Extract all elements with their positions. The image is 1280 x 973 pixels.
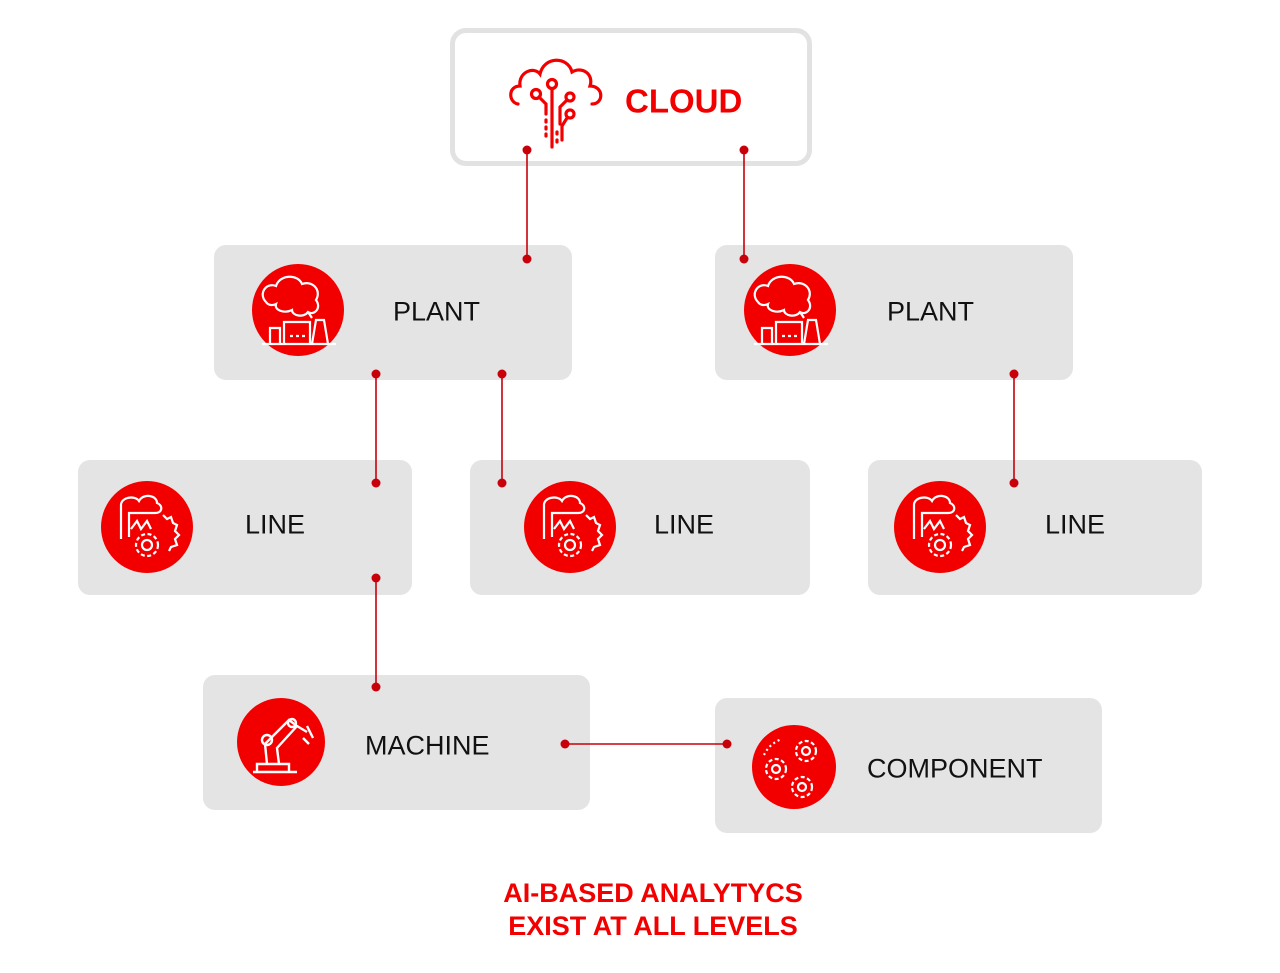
gears-icon: [752, 725, 836, 809]
component-label: COMPONENT: [867, 753, 1043, 784]
factory-icon: [252, 264, 344, 356]
robot-arm-icon: [237, 698, 325, 786]
cloud-label: CLOUD: [625, 82, 743, 120]
production-line-gears-icon: [894, 481, 986, 573]
plant-label-1: PLANT: [393, 296, 481, 327]
caption-line-2: EXIST AT ALL LEVELS: [508, 911, 798, 941]
production-line-gears-icon: [524, 481, 616, 573]
factory-icon: [744, 264, 836, 356]
production-line-gears-icon: [101, 481, 193, 573]
caption: AI-BASED ANALYTYCS EXIST AT ALL LEVELS: [0, 877, 1280, 943]
line-label-1: LINE: [245, 509, 306, 540]
plant-label-2: PLANT: [887, 296, 975, 327]
caption-line-1: AI-BASED ANALYTYCS: [503, 878, 803, 908]
machine-label: MACHINE: [365, 730, 490, 761]
line-node-2: [470, 460, 810, 595]
cloud-network-icon: [509, 58, 603, 149]
line-label-3: LINE: [1045, 509, 1106, 540]
line-label-2: LINE: [654, 509, 715, 540]
